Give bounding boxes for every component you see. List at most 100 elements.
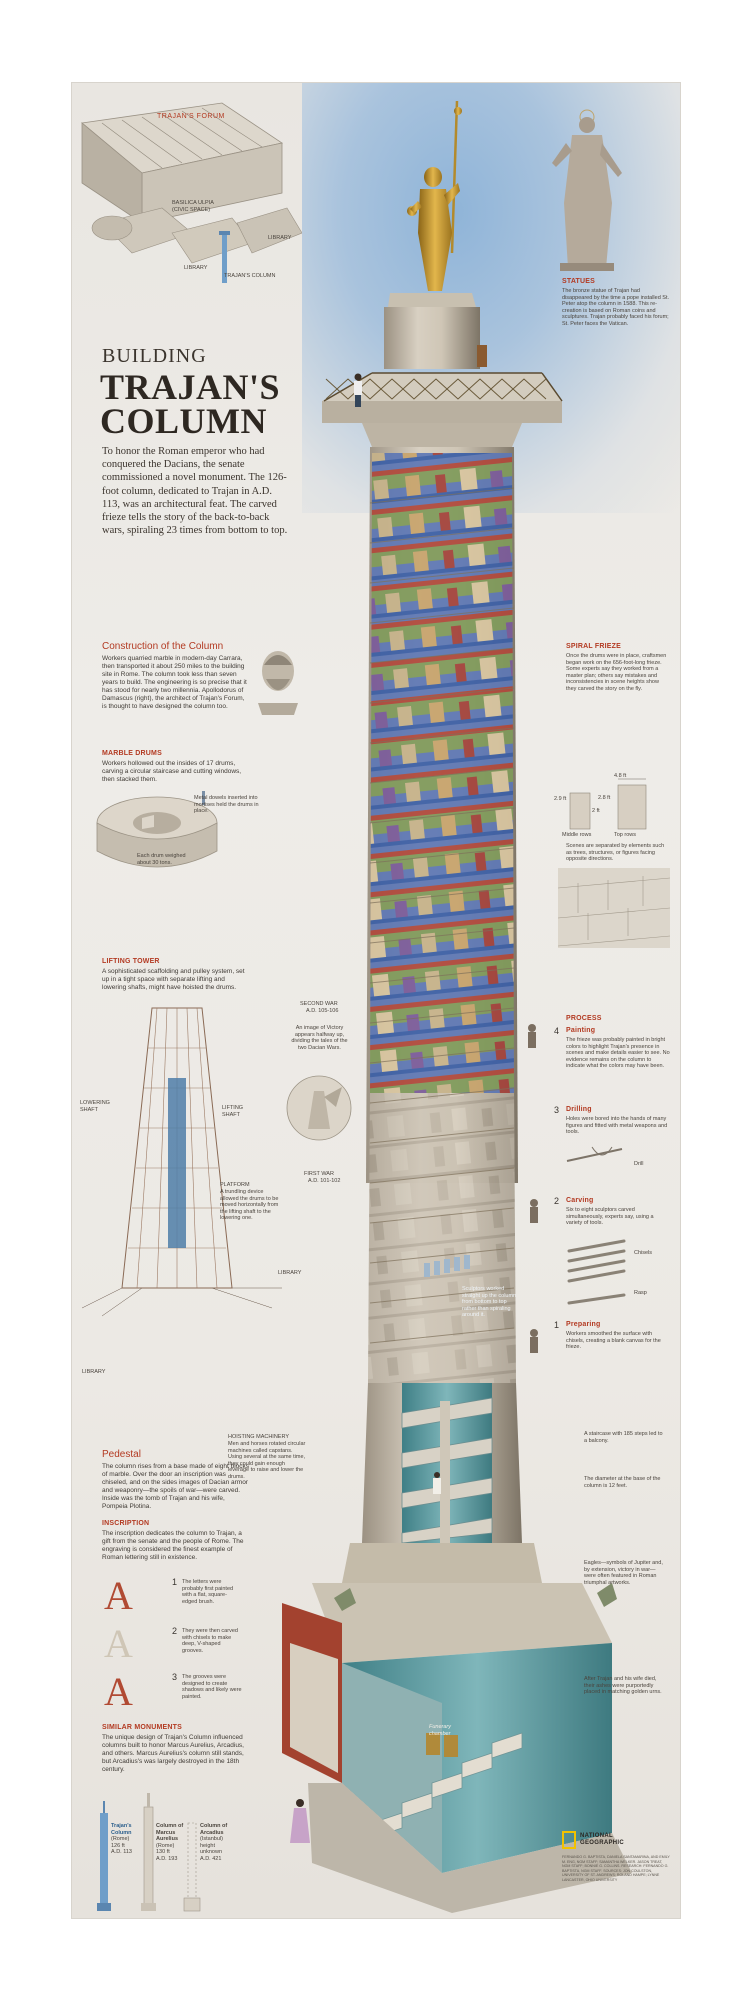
drill-label: Drill	[634, 1161, 644, 1167]
chisels-icon	[567, 1239, 626, 1283]
step-3-text: Holes were bored into the hands of many …	[566, 1116, 668, 1135]
letter-a-carved: A	[104, 1621, 133, 1666]
middle-rows-label: Middle rows	[562, 832, 592, 838]
similar-heading: SIMILAR MONUMENTS	[102, 1724, 183, 1731]
inscription-step-3-number: 3	[172, 1672, 178, 1682]
top-rows-label: Top rows	[614, 832, 637, 838]
pedestal-heading: Pedestal	[102, 1449, 141, 1460]
step-1-text: Workers smoothed the surface with chisel…	[566, 1331, 661, 1350]
step-2-title: Carving	[566, 1197, 594, 1204]
platform-text: A trundling device allowed the drums to …	[220, 1189, 279, 1221]
library-right-label: LIBRARY	[278, 1270, 302, 1276]
inscription-step-2-number: 2	[172, 1626, 178, 1636]
title-line-2: TRAJAN'S	[100, 367, 281, 407]
col-1-name: Trajan's Column	[111, 1823, 132, 1836]
logo-line-1: NATIONAL	[580, 1833, 613, 1839]
similar-text: The unique design of Trajan's Column inf…	[102, 1734, 244, 1773]
col-1-height: 126 ft	[111, 1842, 125, 1849]
rasp-label: Rasp	[634, 1290, 647, 1296]
col-3-place: (Istanbul)	[200, 1836, 223, 1842]
step-4-number: 4	[554, 1026, 560, 1036]
intro-text: To honor the Roman emperor who had conqu…	[102, 446, 288, 537]
dim-right: 2.8 ft	[598, 795, 611, 801]
sculptor-figures	[528, 1024, 538, 1353]
person-at-door	[290, 1799, 310, 1843]
trajan-statue	[407, 100, 462, 291]
library-left-label: LIBRARY	[82, 1369, 106, 1375]
column-illustration	[282, 100, 632, 1913]
diameter-caption: The diameter at the base of the column i…	[584, 1476, 661, 1489]
marble-drum-drawing	[96, 791, 218, 868]
inscription-step-2-text: They were then carved with chisels to ma…	[182, 1628, 238, 1654]
step-3-number: 3	[554, 1105, 560, 1115]
construction-text: Workers quarried marble in modern-day Ca…	[102, 655, 247, 710]
first-war-label: FIRST WAR	[304, 1171, 334, 1177]
col-2-name: Column of Marcus Aurelius	[156, 1823, 184, 1842]
forum-label-basilica: BASILICA ULPIA (CIVIC SPACE)	[172, 200, 214, 213]
col-3-name: Column of Arcadius	[200, 1823, 228, 1836]
similar-col-3: Column of Arcadius (Istanbul) height unk…	[200, 1823, 236, 1862]
lifting-shaft-label: LIFTING SHAFT	[222, 1105, 244, 1118]
dim-mid: 2 ft	[592, 808, 600, 814]
forum-title: TRAJAN'S FORUM	[157, 113, 225, 120]
st-peter-statue	[552, 109, 622, 271]
second-war-label: SECOND WAR	[300, 1001, 338, 1007]
platform-heading: PLATFORM	[220, 1182, 250, 1188]
second-war-dates: A.D. 105-106	[306, 1008, 339, 1014]
forum-label-column: TRAJAN'S COLUMN	[224, 273, 276, 279]
apollodorus-bust	[258, 651, 298, 715]
eagles-caption: Eagles—symbols of Jupiter and, by extens…	[584, 1560, 663, 1586]
lifting-tower-drawing	[82, 1007, 282, 1317]
title-line-3: COLUMN	[100, 401, 267, 441]
frieze-scene-sketch	[558, 868, 670, 948]
col-2-date: A.D. 193	[156, 1855, 178, 1862]
step-2-text: Six to eight sculptors carved simultaneo…	[566, 1207, 654, 1226]
drum-weight-caption: Each drum weighed about 30 tons.	[137, 853, 186, 866]
construction-heading: Construction of the Column	[102, 641, 224, 652]
staircase-figure	[433, 1472, 441, 1494]
letter-a-finished: A	[104, 1669, 133, 1713]
dowels-caption: Metal dowels inserted into mortises held…	[194, 795, 259, 814]
col-1-place: (Rome)	[111, 1836, 130, 1842]
spiral-frieze-text: Once the drums were in place, craftsmen …	[566, 653, 667, 692]
forum-label-library-left: LIBRARY	[184, 265, 208, 271]
inscription-step-1-number: 1	[172, 1577, 178, 1587]
eagle-sculpture	[334, 1583, 617, 1611]
hoisting-text: Men and horses rotated circular machines…	[228, 1441, 306, 1480]
pedestal-text: The column rises from a base made of eig…	[102, 1463, 250, 1510]
infographic-sheet: TRAJAN'S FORUM BASILICA ULPIA (CIVIC SPA…	[72, 83, 680, 1918]
funerary-label: Funerary chamber	[429, 1724, 452, 1737]
staircase-caption: A staircase with 185 steps led to a balc…	[584, 1431, 663, 1444]
similar-col-1: Trajan's Column (Rome) 126 ft A.D. 113	[111, 1823, 141, 1856]
rasp-icon	[567, 1293, 626, 1305]
step-4-text: The frieze was probably painted in brigh…	[566, 1037, 670, 1069]
statues-text: The bronze statue of Trajan had disappea…	[562, 288, 670, 327]
step-2-number: 2	[554, 1196, 560, 1206]
victory-caption: An image of Victory appears halfway up, …	[291, 1025, 348, 1051]
inscription-step-1-text: The letters were probably first painted …	[182, 1579, 234, 1605]
step-4-title: Painting	[566, 1027, 596, 1034]
funerary-text: After Trajan and his wife died, their as…	[584, 1676, 662, 1695]
step-1-number: 1	[554, 1320, 560, 1330]
inscription-text: The inscription dedicates the column to …	[102, 1530, 244, 1561]
similar-columns-drawing	[97, 1793, 201, 1912]
title-line-1: BUILDING	[102, 345, 207, 367]
logo-line-2: GEOGRAPHIC	[580, 1840, 625, 1846]
chisels-label: Chisels	[634, 1250, 653, 1256]
step-3-title: Drilling	[566, 1106, 592, 1113]
inscription-step-3-text: The grooves were designed to create shad…	[182, 1674, 242, 1700]
lowering-shaft-label: LOWERING SHAFT	[80, 1100, 110, 1113]
dim-left: 2.9 ft	[554, 796, 567, 802]
col-3-height: height unknown	[200, 1842, 223, 1856]
credits-text: FERNANDO G. BAPTISTA, DANIELA SANTAMARIN…	[562, 1855, 670, 1882]
letter-a-painted: A	[104, 1573, 133, 1618]
process-heading: PROCESS	[566, 1015, 602, 1022]
similar-col-2: Column of Marcus Aurelius (Rome) 130 ft …	[156, 1823, 192, 1862]
step-1-title: Preparing	[566, 1321, 601, 1328]
sculptors-caption: Sculptors worked straight up the column …	[462, 1286, 517, 1318]
col-2-height: 130 ft	[156, 1849, 170, 1855]
drill-icon	[566, 1146, 623, 1162]
inscription-heading: INSCRIPTION	[102, 1520, 150, 1527]
marble-drums-text: Workers hollowed out the insides of 17 d…	[102, 760, 242, 783]
visitor-figure	[354, 373, 362, 407]
